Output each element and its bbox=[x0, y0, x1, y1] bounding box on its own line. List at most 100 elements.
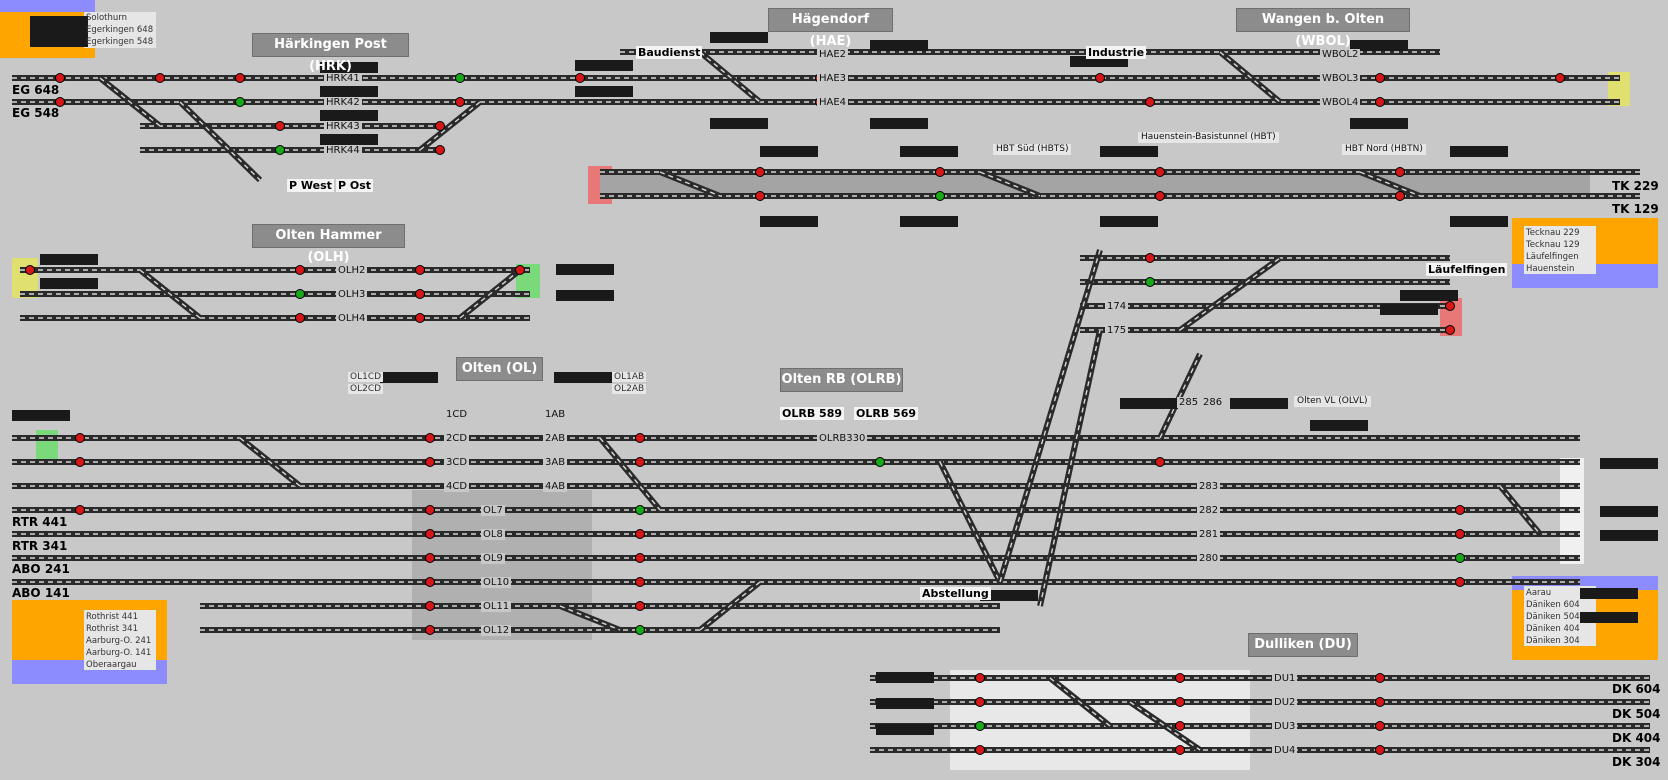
signal-icon[interactable] bbox=[1155, 191, 1165, 201]
signal-icon[interactable] bbox=[1175, 673, 1185, 683]
signal-icon[interactable] bbox=[635, 625, 645, 635]
signal-icon[interactable] bbox=[1145, 253, 1155, 263]
panel-ne-row-0[interactable]: Tecknau 229 bbox=[1526, 228, 1580, 238]
panel-sw-row-4[interactable]: Oberaargau bbox=[86, 660, 137, 670]
edge-label-abo141[interactable]: ABO 141 bbox=[12, 586, 70, 600]
signal-icon[interactable] bbox=[415, 289, 425, 299]
panel-sw-row-3[interactable]: Aarburg-O. 141 bbox=[86, 648, 152, 658]
panel-sw-row-2[interactable]: Aarburg-O. 241 bbox=[86, 636, 152, 646]
signal-icon[interactable] bbox=[1375, 697, 1385, 707]
signal-icon[interactable] bbox=[55, 97, 65, 107]
signal-icon[interactable] bbox=[455, 97, 465, 107]
panel-se-row-4[interactable]: Däniken 304 bbox=[1526, 636, 1580, 646]
signal-icon[interactable] bbox=[1455, 553, 1465, 563]
edge-label-dk304[interactable]: DK 304 bbox=[1612, 755, 1661, 769]
signal-icon[interactable] bbox=[635, 577, 645, 587]
signal-icon[interactable] bbox=[415, 265, 425, 275]
edge-label-abo241[interactable]: ABO 241 bbox=[12, 562, 70, 576]
panel-ne-row-2[interactable]: Läufelfingen bbox=[1526, 252, 1579, 262]
signal-icon[interactable] bbox=[635, 601, 645, 611]
signal-icon[interactable] bbox=[1375, 745, 1385, 755]
signal-icon[interactable] bbox=[635, 505, 645, 515]
panel-sw-row-0[interactable]: Rothrist 441 bbox=[86, 612, 138, 622]
signal-icon[interactable] bbox=[55, 73, 65, 83]
edge-label-rtr441[interactable]: RTR 441 bbox=[12, 515, 68, 529]
signal-icon[interactable] bbox=[295, 313, 305, 323]
signal-icon[interactable] bbox=[235, 97, 245, 107]
panel-nw-row-0[interactable]: Solothurn bbox=[86, 13, 127, 23]
signal-icon[interactable] bbox=[75, 457, 85, 467]
edge-label-tk229[interactable]: TK 229 bbox=[1612, 179, 1659, 193]
edge-label-rtr341[interactable]: RTR 341 bbox=[12, 539, 68, 553]
signal-icon[interactable] bbox=[155, 73, 165, 83]
signal-icon[interactable] bbox=[975, 721, 985, 731]
signal-icon[interactable] bbox=[75, 505, 85, 515]
panel-ne-row-3[interactable]: Hauenstein bbox=[1526, 264, 1575, 274]
signal-icon[interactable] bbox=[1375, 721, 1385, 731]
panel-se-row-1[interactable]: Däniken 604 bbox=[1526, 600, 1580, 610]
signal-icon[interactable] bbox=[425, 553, 435, 563]
signal-icon[interactable] bbox=[1455, 505, 1465, 515]
signal-icon[interactable] bbox=[235, 73, 245, 83]
edge-label-dk404[interactable]: DK 404 bbox=[1612, 731, 1661, 745]
signal-icon[interactable] bbox=[1175, 745, 1185, 755]
edge-label-dk504[interactable]: DK 504 bbox=[1612, 707, 1661, 721]
signal-icon[interactable] bbox=[1375, 673, 1385, 683]
signal-icon[interactable] bbox=[515, 265, 525, 275]
signal-icon[interactable] bbox=[875, 457, 885, 467]
signal-icon[interactable] bbox=[575, 73, 585, 83]
signal-icon[interactable] bbox=[425, 505, 435, 515]
signal-icon[interactable] bbox=[415, 313, 425, 323]
signal-icon[interactable] bbox=[975, 673, 985, 683]
panel-se-row-2[interactable]: Däniken 504 bbox=[1526, 612, 1580, 622]
signal-icon[interactable] bbox=[755, 191, 765, 201]
panel-sw-row-1[interactable]: Rothrist 341 bbox=[86, 624, 138, 634]
signal-icon[interactable] bbox=[1455, 577, 1465, 587]
signal-icon[interactable] bbox=[935, 191, 945, 201]
signal-icon[interactable] bbox=[25, 265, 35, 275]
edge-label-dk604[interactable]: DK 604 bbox=[1612, 682, 1661, 696]
signal-icon[interactable] bbox=[1175, 697, 1185, 707]
signal-icon[interactable] bbox=[435, 121, 445, 131]
signal-icon[interactable] bbox=[1375, 97, 1385, 107]
signal-icon[interactable] bbox=[1455, 529, 1465, 539]
edge-label-tk129[interactable]: TK 129 bbox=[1612, 202, 1659, 216]
panel-se-row-0[interactable]: Aarau bbox=[1526, 588, 1552, 598]
signal-icon[interactable] bbox=[1395, 191, 1405, 201]
signal-icon[interactable] bbox=[455, 73, 465, 83]
signal-icon[interactable] bbox=[635, 553, 645, 563]
signal-icon[interactable] bbox=[75, 433, 85, 443]
signal-icon[interactable] bbox=[1175, 721, 1185, 731]
signal-icon[interactable] bbox=[1155, 457, 1165, 467]
signal-icon[interactable] bbox=[1095, 73, 1105, 83]
signal-icon[interactable] bbox=[635, 457, 645, 467]
signal-icon[interactable] bbox=[635, 433, 645, 443]
signal-icon[interactable] bbox=[935, 167, 945, 177]
signal-icon[interactable] bbox=[755, 167, 765, 177]
edge-label-eg548[interactable]: EG 548 bbox=[12, 106, 60, 120]
signal-icon[interactable] bbox=[1155, 167, 1165, 177]
panel-se-row-3[interactable]: Däniken 404 bbox=[1526, 624, 1580, 634]
signal-icon[interactable] bbox=[975, 697, 985, 707]
signal-icon[interactable] bbox=[425, 577, 435, 587]
panel-nw-row-2[interactable]: Egerkingen 548 bbox=[86, 37, 154, 47]
signal-icon[interactable] bbox=[1395, 167, 1405, 177]
signal-icon[interactable] bbox=[275, 145, 285, 155]
signal-icon[interactable] bbox=[1445, 325, 1455, 335]
signal-icon[interactable] bbox=[295, 289, 305, 299]
signal-icon[interactable] bbox=[425, 433, 435, 443]
signal-icon[interactable] bbox=[425, 457, 435, 467]
signal-icon[interactable] bbox=[425, 625, 435, 635]
signal-icon[interactable] bbox=[425, 529, 435, 539]
edge-label-eg648[interactable]: EG 648 bbox=[12, 83, 60, 97]
signal-icon[interactable] bbox=[275, 121, 285, 131]
signal-icon[interactable] bbox=[1375, 73, 1385, 83]
signal-icon[interactable] bbox=[1445, 301, 1455, 311]
signal-icon[interactable] bbox=[425, 601, 435, 611]
signal-icon[interactable] bbox=[1145, 97, 1155, 107]
signal-icon[interactable] bbox=[1145, 277, 1155, 287]
panel-ne-row-1[interactable]: Tecknau 129 bbox=[1526, 240, 1580, 250]
signal-icon[interactable] bbox=[435, 145, 445, 155]
signal-icon[interactable] bbox=[975, 745, 985, 755]
panel-nw-row-1[interactable]: Egerkingen 648 bbox=[86, 25, 154, 35]
